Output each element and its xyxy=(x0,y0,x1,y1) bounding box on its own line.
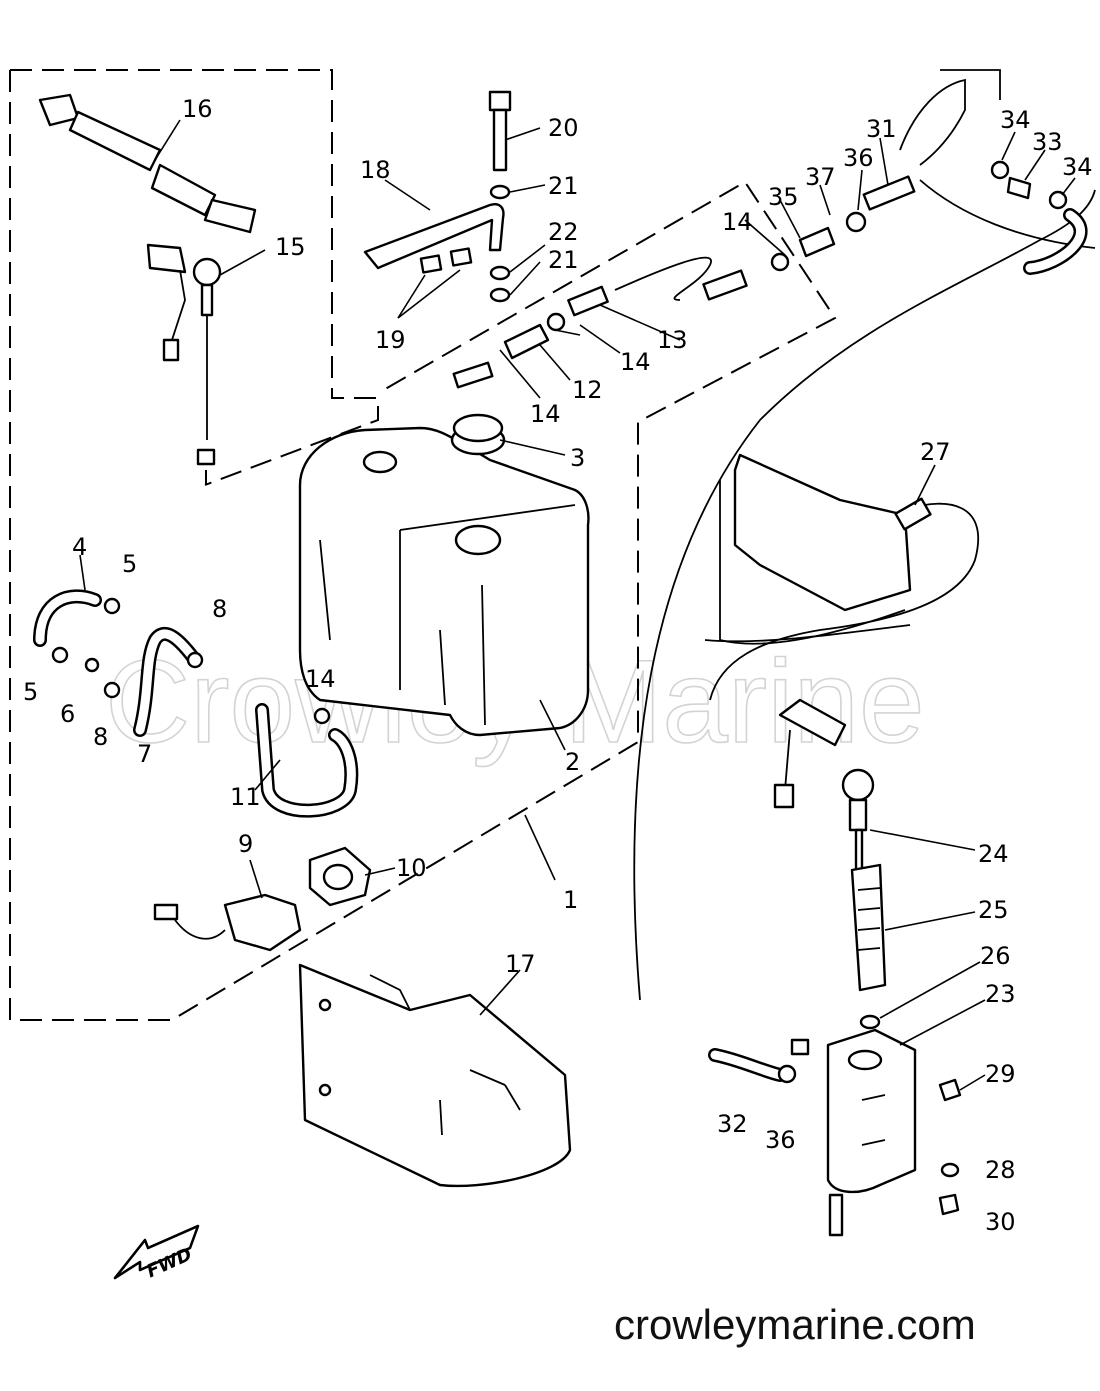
callout-18: 18 xyxy=(360,156,391,184)
callout-7: 7 xyxy=(137,740,152,768)
callout-21-upper: 21 xyxy=(548,172,579,200)
callout-36-lower: 36 xyxy=(765,1126,796,1154)
callout-8-upper: 8 xyxy=(212,595,227,623)
callout-9: 9 xyxy=(238,830,253,858)
leader-lines xyxy=(79,119,1076,1091)
hose-4 xyxy=(33,589,102,647)
assembly-boundaries xyxy=(9,69,837,1021)
callout-37: 37 xyxy=(805,163,836,191)
callout-1: 1 xyxy=(563,886,578,914)
hose-11 xyxy=(255,703,359,818)
callout-32: 32 xyxy=(717,1110,748,1138)
washer-26 xyxy=(859,1014,881,1030)
engine-cowling xyxy=(633,69,1096,1001)
level-sender-15 xyxy=(146,243,222,466)
hose-32 xyxy=(708,1038,810,1084)
callout-30: 30 xyxy=(985,1208,1016,1236)
sender-24 xyxy=(773,698,875,872)
callout-14-c: 14 xyxy=(305,665,336,693)
callout-14-a: 14 xyxy=(620,348,651,376)
callout-12: 12 xyxy=(572,376,603,404)
callout-numbers: 1 2 3 4 5 5 6 7 8 8 9 10 11 12 13 14 14 … xyxy=(23,95,1093,1236)
tank-cap-3 xyxy=(450,413,506,456)
callout-4: 4 xyxy=(72,533,87,561)
fittings-12-14 xyxy=(452,252,790,389)
callout-10: 10 xyxy=(396,854,427,882)
callout-16: 16 xyxy=(182,95,213,123)
callout-24: 24 xyxy=(978,840,1009,868)
filter-25 xyxy=(850,863,887,992)
hose-clips xyxy=(51,597,331,725)
callout-26: 26 xyxy=(980,942,1011,970)
bolt-20 xyxy=(488,90,512,303)
callout-19: 19 xyxy=(375,326,406,354)
callout-15: 15 xyxy=(275,233,306,261)
callout-36-upper: 36 xyxy=(843,144,874,172)
wiring-harness-16 xyxy=(38,93,257,234)
callout-5-upper: 5 xyxy=(122,550,137,578)
callout-29: 29 xyxy=(985,1060,1016,1088)
callout-23: 23 xyxy=(985,980,1016,1008)
callout-13: 13 xyxy=(657,326,688,354)
callout-35: 35 xyxy=(768,183,799,211)
callout-14-d: 14 xyxy=(722,208,753,236)
bolts-28-30 xyxy=(938,1078,962,1216)
callout-20: 20 xyxy=(548,114,579,142)
callout-21-lower: 21 xyxy=(548,246,579,274)
nut-10 xyxy=(308,846,372,907)
oil-tank-2 xyxy=(298,426,590,737)
tank-bracket-17 xyxy=(298,963,572,1188)
fittings-31-37 xyxy=(798,160,1088,275)
callout-28: 28 xyxy=(985,1156,1016,1184)
callout-31: 31 xyxy=(866,115,897,143)
callout-25: 25 xyxy=(978,896,1009,924)
callout-14-b: 14 xyxy=(530,400,561,428)
callout-2: 2 xyxy=(565,748,580,776)
callout-11: 11 xyxy=(230,783,261,811)
callout-17: 17 xyxy=(505,950,536,978)
oil-pump-9 xyxy=(153,893,302,952)
hose-7 xyxy=(133,627,202,737)
footer-url: crowleymarine.com xyxy=(614,1301,976,1348)
callout-34-left: 34 xyxy=(1000,106,1031,134)
callout-5-lower: 5 xyxy=(23,678,38,706)
sub-tank-23 xyxy=(826,1028,917,1237)
tank-strap-18 xyxy=(363,203,505,274)
callout-33: 33 xyxy=(1032,128,1063,156)
hose-27 xyxy=(894,497,932,531)
callout-6: 6 xyxy=(60,700,75,728)
callout-3: 3 xyxy=(570,444,585,472)
callout-34-right: 34 xyxy=(1062,153,1093,181)
callout-8-lower: 8 xyxy=(93,723,108,751)
callout-22: 22 xyxy=(548,218,579,246)
forward-arrow-icon: FWD xyxy=(113,1224,200,1282)
callout-27: 27 xyxy=(920,438,951,466)
